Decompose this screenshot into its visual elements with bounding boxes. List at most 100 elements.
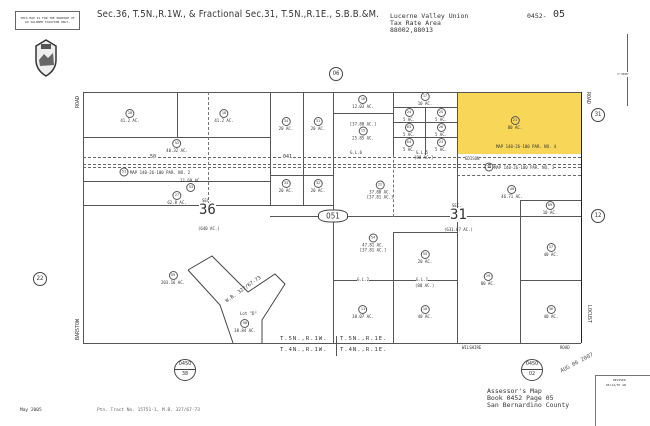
sec31-area: (631.67 AC.) <box>444 227 473 232</box>
book-page-ref-right[interactable]: 0450 02 <box>521 359 543 381</box>
gl1-area: (80 AC.) <box>415 283 435 288</box>
road-number-041: 041 <box>283 154 293 160</box>
road-label-left: ROAD <box>75 95 81 108</box>
parcel-acres: 40.32 AC. <box>166 148 188 153</box>
ref-page: 02 <box>528 371 536 377</box>
parcel-acres: 47.81 AC. <box>362 242 384 248</box>
parcel-extra-acres: [37.81 AC.] <box>359 247 387 253</box>
footer-tract: Ptn. Tract No. 15751-1, M.B. 327/67-73 <box>97 408 200 413</box>
parcel-number: 21 <box>510 116 520 125</box>
parcel-number: 36 <box>546 305 556 314</box>
parcel-53[interactable]: 11.69 AC.53 <box>180 178 202 192</box>
parcel-number: 55 <box>420 250 430 259</box>
lot-line <box>393 232 457 233</box>
revised-box: REVISED 06/14/07 GW <box>595 375 650 426</box>
parcel-number: 24 <box>404 108 414 117</box>
parcel-acres: 25.85 AC. <box>352 135 374 141</box>
parcel-number: 58 <box>240 319 250 328</box>
section-line <box>270 216 581 217</box>
gl5-label: G.L.5 <box>416 150 429 155</box>
parcel-number: 63 <box>404 123 414 132</box>
sec31-number: 31 <box>450 207 467 223</box>
lot-line <box>520 200 521 343</box>
road-label-locust: LOCUST <box>586 305 592 324</box>
road-edge <box>83 167 581 168</box>
ref-book: 0450 <box>522 360 542 370</box>
sec31-prefix: SEC. <box>452 203 462 208</box>
disclaimer-text: THIS MAP IS FOR THE PURPOSE OF AD VALORE… <box>20 16 75 24</box>
parcel-number: 32 <box>313 179 323 188</box>
parcel-map-3: MAP 140-26-100 PAR. NO. 3 <box>494 165 555 170</box>
parcel-number: 54 <box>368 233 378 243</box>
book-page-ref-left[interactable]: 0450 38 <box>174 359 196 381</box>
parcel-number: 22 <box>375 180 385 190</box>
parcel-acres: 38.84 AC. <box>234 328 256 333</box>
parcel-extra-acres: [37.81 AC.] <box>366 194 394 200</box>
county-seal-icon <box>35 39 57 77</box>
adjacent-page-right-mid[interactable]: 12 <box>591 209 605 223</box>
parcel-number: 64 <box>404 138 414 147</box>
parcel-30[interactable]: 30 <box>484 162 494 172</box>
section-center-line <box>393 155 394 217</box>
scale-label: 1"=800' <box>617 72 630 77</box>
parcel-number: 59 <box>168 271 178 280</box>
parcel-number: 17 <box>420 92 430 101</box>
adjacent-page-right-top[interactable]: 31 <box>591 108 605 122</box>
parcel-acres: 41.2 AC. <box>120 118 140 123</box>
parcel-acres: 5 AC. <box>402 132 416 137</box>
parcel-acres: 5 AC. <box>434 147 448 152</box>
road-label-edison: EDISON <box>465 156 480 161</box>
gl6-label: G.L.6 <box>350 150 363 155</box>
assessor-line-2: Book 0452 Page 05 <box>487 394 554 402</box>
parcel-51[interactable]: 51 <box>119 167 129 177</box>
government-lot-line <box>333 280 457 281</box>
parcel-acres: 41.2 AC. <box>214 118 234 123</box>
page-suffix: 05 <box>553 9 566 20</box>
adjacent-page-top[interactable]: 06 <box>329 67 343 81</box>
road-label-wilshire: WILSHIRE <box>462 345 482 350</box>
parcel-acres: 5 AC. <box>402 117 416 122</box>
parcel-number: 10 <box>420 305 430 314</box>
lot-line <box>393 92 394 155</box>
tax-area-name: Lucerne Valley Union <box>390 12 469 20</box>
parcel-number: 26 <box>436 123 446 132</box>
parcel-acres: 5 AC. <box>434 132 448 137</box>
adjacent-page-left[interactable]: 22 <box>33 272 47 286</box>
parcel-acres: 11.69 AC. <box>180 178 202 183</box>
center-page-shield[interactable]: 051 <box>318 209 348 223</box>
parcel-acres: 10 AC. <box>542 210 558 215</box>
parcel-number: 27 <box>172 191 182 200</box>
parcel-number: 31 <box>313 117 323 126</box>
